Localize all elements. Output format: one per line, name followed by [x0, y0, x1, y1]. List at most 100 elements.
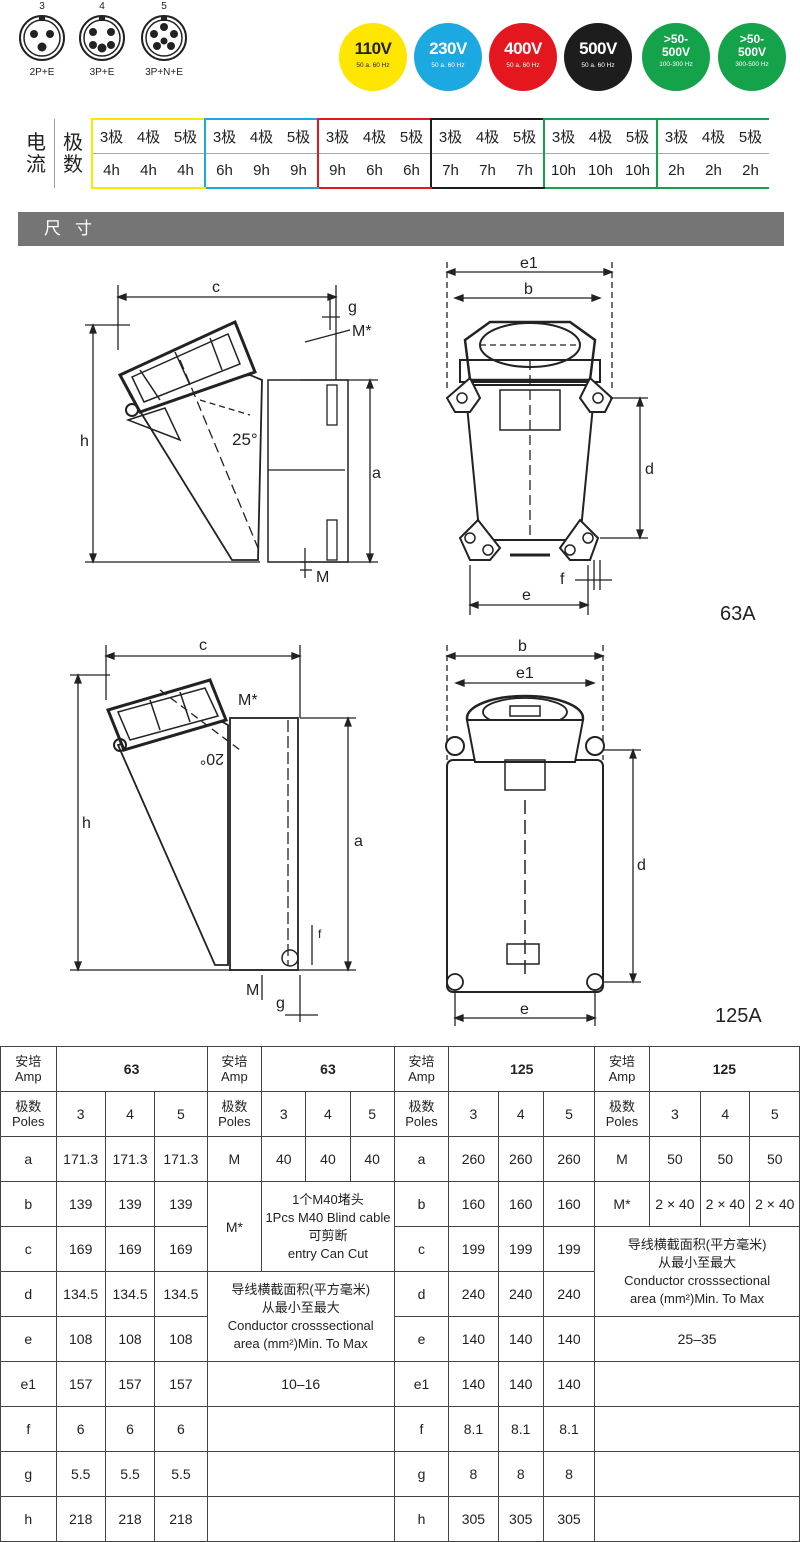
dim-label-b: b: [524, 281, 533, 298]
pole-value: 4: [700, 1091, 751, 1137]
dim-label-e1: e1: [520, 255, 538, 272]
voltage-label: 110V: [354, 39, 392, 58]
pole-cell: 3极: [205, 118, 243, 154]
dim-value: 305: [497, 1496, 544, 1542]
dim-key: a: [0, 1136, 57, 1182]
dim-value: 40: [305, 1136, 351, 1182]
pole-cell: 4极: [469, 118, 506, 154]
dim-key: e: [0, 1316, 57, 1362]
dim-value: 157: [104, 1361, 156, 1407]
dim-value: 50: [648, 1136, 702, 1182]
socket-5pin-icon: [141, 15, 187, 61]
dim-key: b: [0, 1181, 57, 1227]
pole-value: 5: [154, 1091, 208, 1137]
dim-key: g: [393, 1451, 450, 1497]
pole-cell: 5极: [393, 118, 432, 154]
dim-value: 2 × 40: [749, 1181, 800, 1227]
dim-label-f: f: [560, 571, 565, 588]
hours-cell: 2h: [695, 153, 732, 189]
dim-label-h: h: [80, 433, 89, 450]
dim-value: 169: [55, 1226, 106, 1272]
dim-label-d: d: [645, 461, 654, 478]
voltage-label-line2: 500V: [737, 45, 767, 59]
dim-value: 218: [104, 1496, 156, 1542]
amp-header: 安培 Amp: [393, 1046, 450, 1092]
empty-cell: [206, 1451, 395, 1497]
dim-label-m-star: M*: [352, 323, 372, 340]
hours-cell: 2h: [732, 153, 769, 189]
dim-label-e: e: [522, 587, 531, 604]
voltage-230v-badge: 230V 50 a. 60 Hz: [414, 23, 482, 91]
dim-key: d: [393, 1271, 450, 1317]
dim-value: 8: [542, 1451, 596, 1497]
dim-label-a: a: [354, 833, 363, 850]
dim-value: 5.5: [55, 1451, 106, 1497]
dim-label-b: b: [518, 638, 527, 655]
dim-value: 160: [497, 1181, 544, 1227]
amp-header: 安培 Amp: [594, 1046, 650, 1092]
pin-label: 3P+N+E: [145, 67, 183, 78]
pole-cell: 3极: [431, 118, 469, 154]
dim-value: 139: [104, 1181, 156, 1227]
dim-key: a: [393, 1136, 450, 1182]
front-view-125a: [445, 645, 641, 1026]
dim-key: M: [594, 1136, 650, 1182]
section-title: 尺寸: [44, 219, 106, 238]
pole-cell: 3极: [544, 118, 582, 154]
dim-value: 8.1: [542, 1406, 596, 1452]
conductor-range: 25–35: [594, 1316, 800, 1362]
pole-value: 3: [448, 1091, 499, 1137]
pin-count: 4: [99, 1, 105, 12]
dim-key: h: [0, 1496, 57, 1542]
amp-header: 安培 Amp: [206, 1046, 263, 1092]
dim-label-d: d: [637, 857, 646, 874]
poles-header: 极数: [54, 119, 93, 188]
dim-value: 134.5: [55, 1271, 106, 1317]
dim-value: 218: [154, 1496, 208, 1542]
socket-4pin-icon: [79, 15, 125, 61]
dim-value: 199: [542, 1226, 596, 1272]
rating-label-125a: 125A: [715, 1005, 762, 1027]
pole-cell: 5极: [619, 118, 658, 154]
dim-key: h: [393, 1496, 450, 1542]
section-header-dimensions: 尺寸: [18, 212, 784, 246]
dim-label-m: M: [246, 982, 259, 999]
voltage-label-line2: 500V: [661, 45, 691, 59]
pole-cell: 3极: [657, 118, 695, 154]
empty-cell: [206, 1406, 395, 1452]
dim-value: 260: [542, 1136, 596, 1182]
dim-label-g: g: [276, 995, 285, 1012]
dim-label-m: M: [316, 569, 329, 586]
dim-value: 140: [497, 1361, 544, 1407]
hours-cell: 9h: [280, 153, 319, 189]
frequency-label: 50 a. 60 Hz: [506, 62, 540, 69]
dim-value: 8.1: [448, 1406, 499, 1452]
voltage-label: 230V: [429, 39, 467, 58]
dim-value: 140: [542, 1316, 596, 1362]
dim-value: 8.1: [497, 1406, 544, 1452]
frequency-label: 300-500 Hz: [735, 61, 769, 68]
dim-key: M*: [594, 1181, 650, 1227]
hours-cell: 9h: [243, 153, 280, 189]
dim-value: 160: [448, 1181, 499, 1227]
voltage-50-500v-badge: >50- 500V 100-300 Hz: [642, 23, 710, 91]
hours-cell: 6h: [356, 153, 393, 189]
dim-value: 218: [55, 1496, 106, 1542]
dim-key: c: [0, 1226, 57, 1272]
poles-header: 极数 Poles: [594, 1091, 650, 1137]
dim-value: 108: [154, 1316, 208, 1362]
dim-value: 171.3: [154, 1136, 208, 1182]
pole-value: 5: [749, 1091, 800, 1137]
amp-header: 安培 Amp: [0, 1046, 57, 1092]
dim-value: 260: [497, 1136, 544, 1182]
dim-label-c: c: [212, 279, 220, 296]
pin-config-4: 4 3P+E: [72, 0, 132, 78]
dim-label-e: e: [520, 1001, 529, 1018]
frequency-label: 50 a. 60 Hz: [356, 62, 390, 69]
voltage-label: 500V: [579, 39, 617, 58]
